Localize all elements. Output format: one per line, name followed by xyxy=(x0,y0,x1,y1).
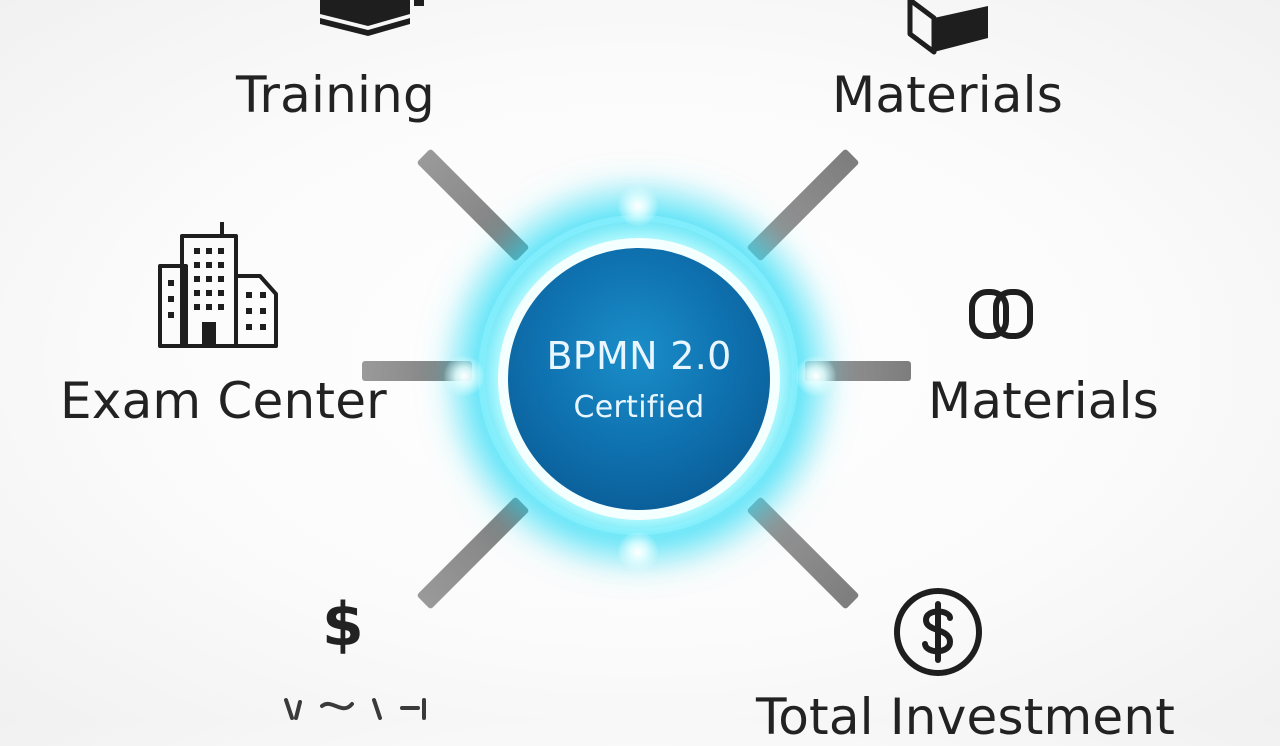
linked-rings-icon xyxy=(969,289,1033,339)
badge-subtitle: Certified xyxy=(573,390,705,425)
node-label-total-investment: Total Investment xyxy=(756,688,1176,746)
book-icon xyxy=(907,0,988,55)
stack-icon xyxy=(320,0,424,36)
node-label-exam-center: Exam Center xyxy=(60,372,387,430)
certification-diagram: BPMN 2.0 Certified Training Materials xyxy=(60,0,1175,746)
node-label-materials-right: Materials xyxy=(928,372,1159,430)
node-label-training: Training xyxy=(236,66,435,124)
dollar-sign-icon: $ xyxy=(322,590,364,660)
certification-badge xyxy=(498,238,780,520)
sparkle-top xyxy=(618,186,658,226)
scribble-icon xyxy=(284,698,426,720)
sparkle-bottom xyxy=(618,532,658,572)
badge-title: BPMN 2.0 xyxy=(546,334,732,378)
dollar-circle-icon xyxy=(894,588,982,676)
building-icon xyxy=(158,222,278,348)
sparkle-right xyxy=(796,356,836,396)
sparkle-left xyxy=(444,356,484,396)
node-label-materials-top: Materials xyxy=(832,66,1063,124)
